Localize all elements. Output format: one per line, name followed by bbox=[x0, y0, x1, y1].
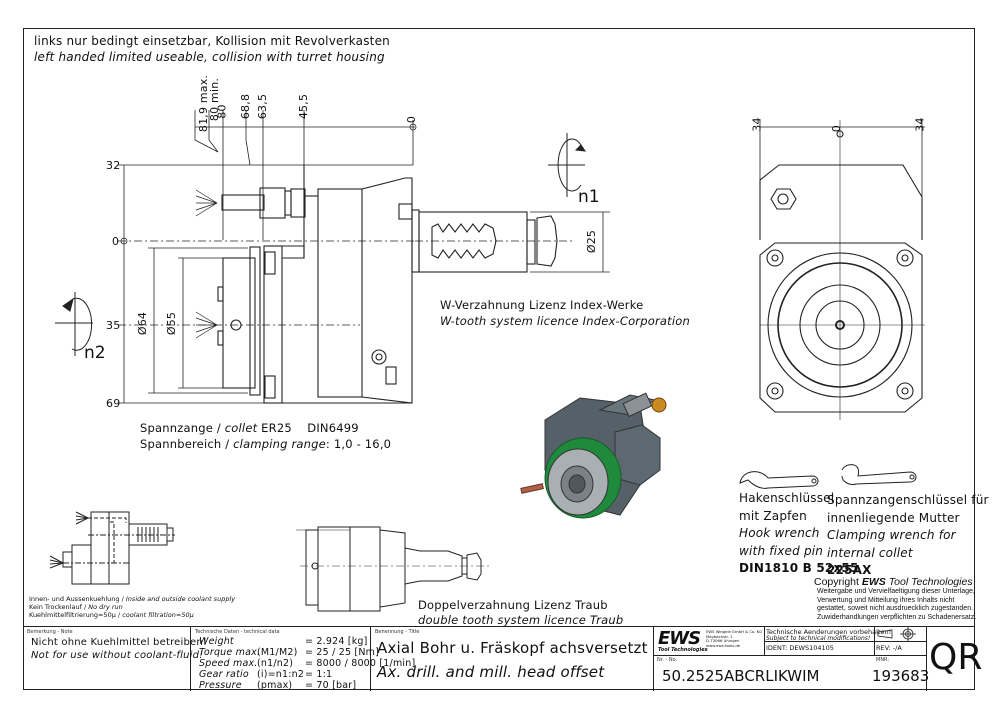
coolant-notes: Innen- und Aussenkuehlung / Inside and o… bbox=[29, 595, 235, 619]
coolant-note: Kein Trockenlauf / No dry run bbox=[29, 603, 123, 611]
dim-dia-64: Ø64 bbox=[136, 311, 150, 336]
clamping-range-label-en: clamping range bbox=[233, 437, 326, 451]
qr-code-label: QR bbox=[929, 637, 983, 678]
note-top-de: links nur bedingt einsetzbar, Kollision … bbox=[34, 34, 390, 48]
isometric-3d-model bbox=[520, 392, 667, 519]
dim-front-34-right: 34 bbox=[913, 117, 927, 132]
dim-68-8: 68,8 bbox=[239, 93, 253, 120]
double-tooth-view bbox=[296, 526, 490, 612]
projection-symbol-icon bbox=[874, 627, 927, 642]
double-tooth-en: double tooth system licence Traub bbox=[418, 613, 624, 627]
dim-dia-25: Ø25 bbox=[585, 229, 599, 254]
tech-row: Weight= 2.924 [kg] bbox=[199, 636, 368, 647]
collet-spec: ER25 DIN6499 bbox=[261, 421, 359, 435]
double-tooth-de: Doppelverzahnung Lizenz Traub bbox=[418, 598, 608, 612]
clamp-wrench-de2: innenliegende Mutter bbox=[827, 510, 960, 525]
ident-cell: EWS Tool Technologies EWS Weigele GmbH &… bbox=[654, 627, 930, 691]
w-tooth-de: W-Verzahnung Lizenz Index-Werke bbox=[440, 298, 644, 312]
hook-wrench-en1: Hook wrench bbox=[739, 526, 820, 540]
coolant-note: Kuehlmittelfiltrierung=50μ / coolant fil… bbox=[29, 611, 194, 619]
w-tooth-en: W-tooth system licence Index-Corporation bbox=[440, 314, 690, 328]
dim-front-34-left: 34 bbox=[750, 117, 764, 132]
coolant-note: Innen- und Aussenkuehlung / Inside and o… bbox=[29, 595, 236, 603]
clamping-range-label-de: Spannbereich / bbox=[140, 437, 230, 451]
dim-0-left: 0 bbox=[112, 235, 120, 248]
top-dimension-lines bbox=[194, 110, 417, 240]
shank bbox=[411, 209, 610, 273]
tech-data-cell: Technische Daten - technical data Weight… bbox=[191, 627, 415, 691]
note-en: Not for use without coolant-fluid! bbox=[31, 650, 204, 661]
hook-wrench-en2: with fixed pin bbox=[739, 543, 824, 558]
modification-note-en: Subject to technical modifications! bbox=[766, 635, 871, 642]
title-block: Bemerkung - Note Nicht ohne Kuehlmittel … bbox=[23, 626, 982, 691]
collet-label-de: Spannzange / bbox=[140, 421, 221, 435]
drawing-title-de: Axial Bohr u. Fräskopf achsversetzt bbox=[377, 639, 648, 657]
clamp-wrench-spec: 225AX bbox=[827, 563, 872, 577]
coolant-schematic bbox=[49, 511, 175, 585]
title-cell: Benennung - Title Axial Bohr u. Fräskopf… bbox=[371, 627, 654, 691]
label-n1: n1 bbox=[578, 187, 600, 207]
hook-wrench-de1: Hakenschlüssel bbox=[739, 491, 835, 505]
tech-row: Speed max.(n1/n2)= 8000 / 8000 [1/min] bbox=[199, 658, 416, 669]
rotation-n1-icon bbox=[548, 133, 587, 197]
coolant-spray-marks bbox=[195, 189, 218, 339]
ident-number: IDENT: DEWS104105 bbox=[766, 644, 834, 652]
rotation-n2-icon bbox=[55, 292, 93, 356]
copyright: Copyright EWS Tool Technologies Weiterga… bbox=[814, 576, 976, 622]
copyright-title: Copyright EWS Tool Technologies bbox=[814, 576, 973, 588]
left-dimension-lines bbox=[118, 164, 415, 404]
clamp-wrench-en1: Clamping wrench for bbox=[827, 528, 956, 542]
clamping-range-value: : 1,0 - 16,0 bbox=[325, 437, 392, 451]
dim-35: 35 bbox=[106, 319, 121, 332]
ews-logo: EWS bbox=[658, 628, 701, 649]
dim-front-0: 0 bbox=[830, 124, 844, 133]
tech-row: Torque max.(M1/M2)= 25 / 25 [Nm] bbox=[199, 647, 379, 658]
dim-45-5: 45,5 bbox=[297, 93, 311, 120]
collet-line1: Spannzange / collet ER25 DIN6499 bbox=[140, 421, 359, 435]
collet-line2: Spannbereich / clamping range: 1,0 - 16,… bbox=[140, 437, 391, 451]
note-cell: Bemerkung - Note Nicht ohne Kuehlmittel … bbox=[23, 627, 207, 691]
drawing-title-en: Ax. drill. and mill. head offset bbox=[377, 663, 605, 681]
dim-69: 69 bbox=[106, 397, 121, 410]
part-number: 50.2525ABCRLIKWIM bbox=[662, 667, 820, 685]
dim-dia-55: Ø55 bbox=[165, 311, 179, 336]
dim-63-5: 63,5 bbox=[256, 93, 270, 120]
dim-32: 32 bbox=[106, 159, 121, 172]
note-top-en: left handed limited useable, collision w… bbox=[34, 50, 385, 64]
company-address: EWS Weigele GmbH & Co. KG Maybachstr. 1 … bbox=[706, 629, 763, 648]
mnr-number: 193683 bbox=[872, 667, 930, 685]
tech-row: Gear ratio(i)=n1:n2= 1:1 bbox=[199, 669, 333, 680]
hook-wrench-text: Hakenschlüssel mit Zapfen Hook wrench wi… bbox=[739, 490, 859, 578]
front-view bbox=[759, 120, 925, 420]
note-de: Nicht ohne Kuehlmittel betreiben! bbox=[31, 637, 208, 648]
side-view-body bbox=[217, 165, 413, 404]
copyright-body: Weitergabe und Vervielfaeltigung dieser … bbox=[817, 588, 977, 621]
drawing-sheet bbox=[23, 28, 975, 690]
dim-0-top: 0 bbox=[405, 115, 419, 124]
revision: REV: -/A bbox=[876, 644, 902, 652]
collet-label-en: collet bbox=[224, 421, 258, 435]
clamp-wrench-de1: Spannzangenschlüssel für bbox=[827, 493, 989, 507]
qr-cell: QR bbox=[927, 627, 982, 691]
hook-wrench-icon bbox=[739, 471, 819, 489]
clamp-wrench-en2: internal collet bbox=[827, 545, 913, 560]
clamp-wrench-icon bbox=[841, 464, 917, 485]
tech-data-table: Weight= 2.924 [kg] Torque max.(M1/M2)= 2… bbox=[199, 636, 415, 691]
clamp-wrench-text: Spannzangenschlüssel für innenliegende M… bbox=[827, 492, 989, 580]
tech-row: Pressure(pmax)= 70 [bar] bbox=[199, 680, 357, 691]
logo-box: EWS Tool Technologies EWS Weigele GmbH &… bbox=[654, 627, 765, 656]
dim-80: 80 bbox=[215, 104, 229, 119]
hook-wrench-spec: DIN1810 B 52x55 bbox=[739, 561, 859, 575]
label-n2: n2 bbox=[84, 343, 106, 363]
hook-wrench-de2: mit Zapfen bbox=[739, 508, 807, 523]
modification-note-de: Technische Aenderungen vorbehalten! bbox=[766, 628, 892, 636]
